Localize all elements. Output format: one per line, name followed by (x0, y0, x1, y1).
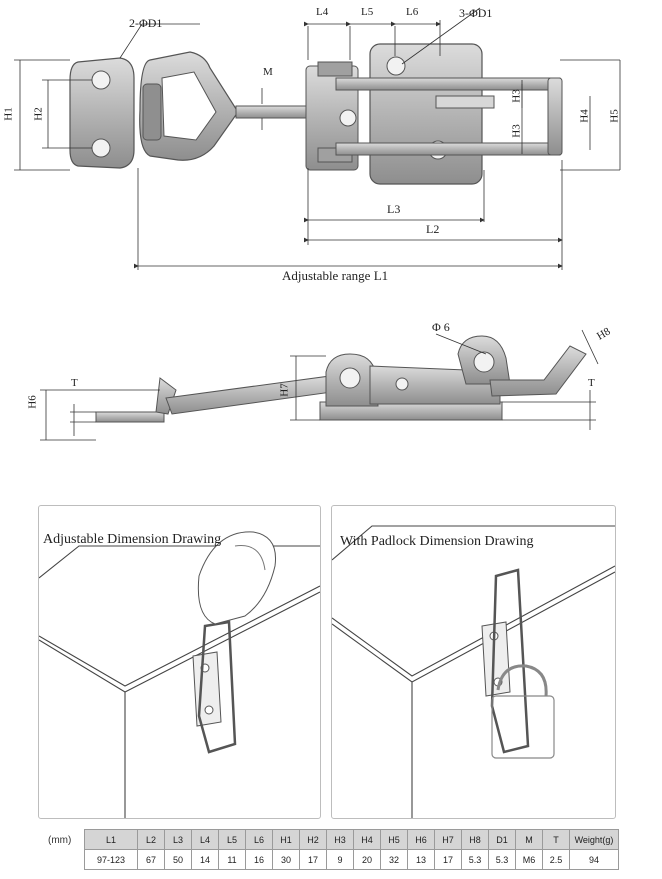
t-right-label: T (588, 377, 595, 389)
d1-holes-2-label: 2-ΦD1 (129, 16, 163, 30)
h6-label: H6 (26, 395, 39, 409)
m-label: M (263, 66, 273, 78)
top-view-drawing (14, 7, 621, 270)
table-header-row: L1 L2 L3 L4 L5 L6 H1 H2 H3 H4 H5 H6 H7 H… (84, 829, 619, 850)
header-h7: H7 (434, 829, 462, 850)
cell-l6: 16 (245, 849, 273, 870)
h7-label: H7 (278, 383, 291, 397)
table-unit: (mm) (48, 835, 72, 846)
side-view-drawing (40, 329, 599, 441)
phi6-label: Φ 6 (432, 320, 450, 334)
header-t: T (542, 829, 570, 850)
t-left-label: T (71, 377, 78, 389)
l4-label: L4 (316, 6, 329, 18)
cell-l3: 50 (164, 849, 192, 870)
header-l2: L2 (137, 829, 165, 850)
cell-weight: 94 (569, 849, 619, 870)
cell-h2: 17 (299, 849, 327, 870)
cell-t: 2.5 (542, 849, 570, 870)
header-h1: H1 (272, 829, 300, 850)
adjustable-panel-title: Adjustable Dimension Drawing (43, 532, 222, 547)
header-h5: H5 (380, 829, 408, 850)
cell-l1: 97-123 (84, 849, 138, 870)
cell-d1: 5.3 (488, 849, 516, 870)
cell-h8: 5.3 (461, 849, 489, 870)
side-hook-plate (95, 411, 165, 423)
adjustable-illustration (39, 531, 320, 818)
padlock-panel-title: With Padlock Dimension Drawing (340, 534, 534, 549)
cell-m: M6 (515, 849, 543, 870)
cell-l2: 67 (137, 849, 165, 870)
cell-h7: 17 (434, 849, 462, 870)
table-row: 97-123 67 50 14 11 16 30 17 9 20 32 13 1… (84, 849, 619, 870)
header-l5: L5 (218, 829, 246, 850)
cell-h4: 20 (353, 849, 381, 870)
header-l3: L3 (164, 829, 192, 850)
header-h2: H2 (299, 829, 327, 850)
cell-l5: 11 (218, 849, 246, 870)
padlock-illustration (332, 525, 615, 818)
l6-label: L6 (406, 6, 419, 18)
side-rod (165, 375, 333, 415)
latch-body-sketch (192, 651, 222, 727)
l5-label: L5 (361, 6, 374, 18)
cell-l4: 14 (191, 849, 219, 870)
header-h3: H3 (326, 829, 354, 850)
header-d1: D1 (488, 829, 516, 850)
cell-h1: 30 (272, 849, 300, 870)
left-mount-plate (69, 57, 135, 169)
spec-table: L1 L2 L3 L4 L5 L6 H1 H2 H3 H4 H5 H6 H7 H… (84, 829, 619, 870)
cell-h6: 13 (407, 849, 435, 870)
header-h4: H4 (353, 829, 381, 850)
header-l4: L4 (191, 829, 219, 850)
header-l6: L6 (245, 829, 273, 850)
hand-sketch (197, 531, 277, 625)
padlock-panel (331, 505, 616, 819)
header-weight: Weight(g) (569, 829, 619, 850)
l1-label: Adjustable range L1 (282, 268, 389, 283)
side-lever-handle (489, 345, 587, 397)
adjustable-panel (38, 505, 321, 819)
cell-h5: 32 (380, 849, 408, 870)
l2-label: L2 (426, 222, 440, 236)
cell-h3: 9 (326, 849, 354, 870)
padlock-sketch (496, 664, 548, 697)
header-l1: L1 (84, 829, 138, 850)
d1-holes-3-label: 3-ΦD1 (459, 6, 493, 20)
header-m: M (515, 829, 543, 850)
header-h6: H6 (407, 829, 435, 850)
l3-label: L3 (387, 202, 401, 216)
header-h8: H8 (461, 829, 489, 850)
